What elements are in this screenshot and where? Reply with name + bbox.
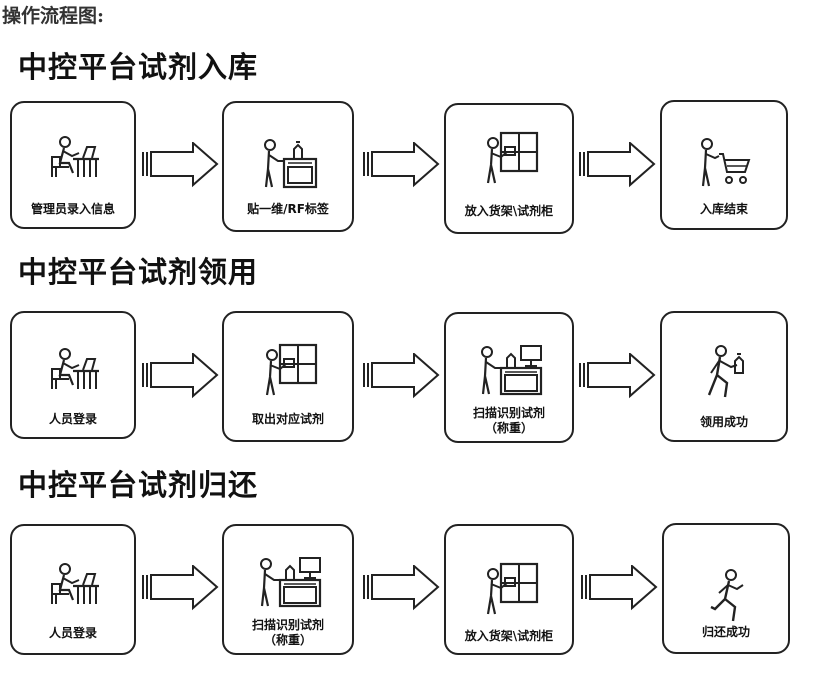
flow-arrow	[141, 142, 218, 186]
step-card: 管理员录入信息	[10, 101, 136, 229]
step-card: 扫描识别试剂 （称重）	[222, 524, 354, 655]
person-with-scale-icon	[263, 138, 318, 189]
step-label: 放入货架\试剂柜	[464, 204, 554, 218]
step-label: 领用成功	[699, 415, 748, 429]
step-card: 放入货架\试剂柜	[444, 103, 574, 234]
section-title-stock-in: 中控平台试剂入库	[18, 50, 259, 84]
step-card: 人员登录	[10, 524, 136, 655]
step-card: 人员登录	[10, 311, 136, 439]
step-sublabel: （称重）	[484, 421, 533, 435]
flow-arrow	[580, 565, 657, 609]
person-at-scanner-icon	[480, 344, 543, 396]
step-card: 扫描识别试剂 （称重）	[444, 312, 574, 443]
step-label: 扫描识别试剂	[472, 406, 545, 420]
step-label: 取出对应试剂	[251, 412, 324, 426]
step-label: 人员登录	[48, 412, 97, 426]
step-label: 入库结束	[699, 202, 748, 216]
flow-arrow	[362, 353, 439, 397]
flow-arrow	[578, 142, 655, 186]
person-at-shelf-icon	[486, 131, 539, 185]
step-card: 贴一维/RF标签	[222, 101, 354, 232]
person-at-scanner-icon	[259, 556, 322, 608]
step-card: 放入货架\试剂柜	[444, 524, 574, 655]
step-card: 归还成功	[662, 523, 790, 654]
step-label: 贴一维/RF标签	[247, 202, 329, 216]
step-sublabel: （称重）	[263, 633, 312, 647]
person-at-desk-icon	[50, 135, 101, 179]
step-label: 放入货架\试剂柜	[464, 629, 554, 643]
person-at-desk-icon	[50, 347, 101, 391]
step-card: 领用成功	[660, 311, 788, 442]
step-card: 取出对应试剂	[222, 311, 354, 442]
step-card: 入库结束	[660, 100, 788, 230]
person-at-shelf-icon	[265, 343, 318, 397]
person-with-cart-icon	[700, 137, 751, 188]
step-label: 管理员录入信息	[30, 202, 115, 216]
person-at-desk-icon	[50, 562, 101, 606]
section-title-checkout: 中控平台试剂领用	[18, 255, 259, 289]
person-walking-with-bottle-icon	[707, 344, 745, 399]
flow-arrow	[141, 565, 218, 609]
page-heading: 操作流程图:	[2, 5, 105, 27]
section-title-return: 中控平台试剂归还	[18, 468, 259, 502]
person-running-icon	[709, 568, 745, 623]
step-label: 人员登录	[48, 626, 97, 640]
flow-arrow	[362, 142, 439, 186]
step-label: 扫描识别试剂	[251, 618, 324, 632]
flow-arrow	[141, 353, 218, 397]
step-label: 归还成功	[701, 625, 750, 639]
person-at-shelf-icon	[486, 562, 539, 616]
flow-arrow	[578, 353, 655, 397]
flow-arrow	[362, 565, 439, 609]
